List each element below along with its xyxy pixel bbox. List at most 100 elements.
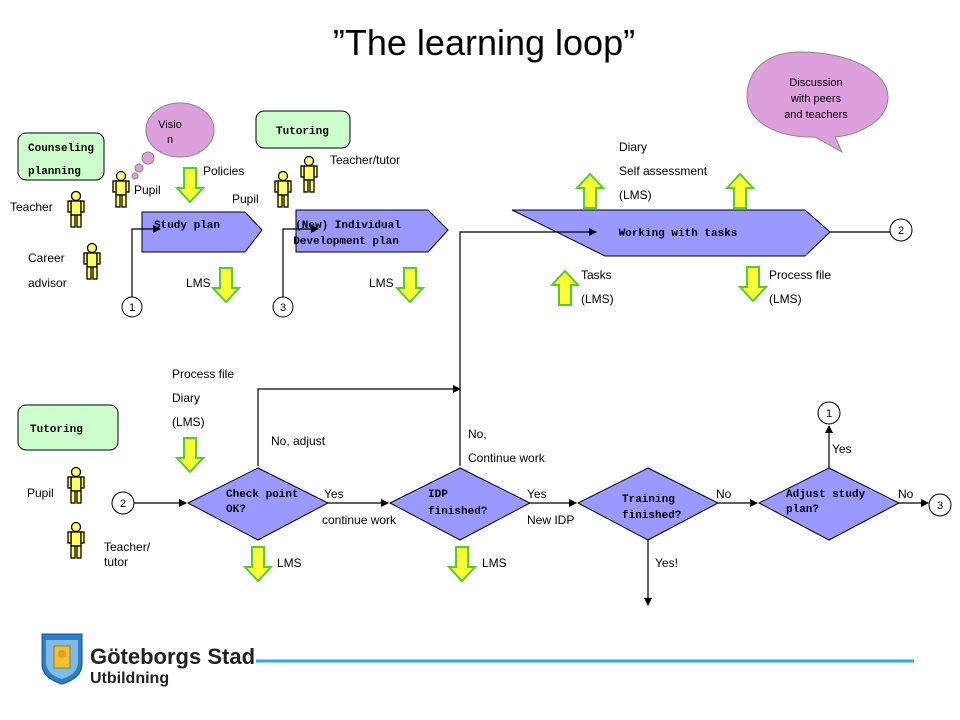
career-label-1: Career <box>28 251 65 265</box>
lms-label-2: LMS <box>369 276 394 290</box>
diary-label: Diary <box>619 140 647 154</box>
teacher-tutor-label: Teacher/tutor <box>330 153 400 167</box>
pupil-person-icon-1 <box>112 170 130 208</box>
process-file-lms-label: (LMS) <box>769 292 802 306</box>
connector-3-bottom-label: 3 <box>937 500 943 512</box>
discussion-line-3: and teachers <box>784 109 848 121</box>
continue-work-label-2: continue work <box>322 513 397 527</box>
pupil-label-1: Pupil <box>134 183 161 197</box>
connector-2-bottom: 2 <box>111 491 135 515</box>
pupil-bottom-person-icon <box>67 466 85 504</box>
connector-3-bottom: 3 <box>928 493 952 517</box>
lms-down-arrow-icon-1 <box>212 267 240 303</box>
diary-up-arrow-icon-1 <box>576 173 604 209</box>
yes-finished-label: Yes! <box>655 556 678 570</box>
policies-label: Policies <box>203 164 244 178</box>
tutoring-bottom-box: Tutoring <box>17 404 119 451</box>
connector-3-top-label: 3 <box>280 302 286 314</box>
adjust-label-1: Adjust study <box>786 489 866 501</box>
no-label-idp: No, <box>468 427 487 441</box>
tasks-up-arrow-icon <box>551 270 579 306</box>
teacher-person-icon <box>67 190 85 228</box>
page-title: ”The learning loop” <box>333 22 635 63</box>
vision-label-2: n <box>167 134 173 146</box>
teacher-tutor-bottom-label-2: tutor <box>104 555 128 569</box>
teacher-label: Teacher <box>10 200 53 214</box>
no-adjust-label: No, adjust <box>271 434 326 448</box>
lms-down-arrow-icon-4 <box>448 546 476 582</box>
process-diary-down-arrow-icon <box>176 437 204 473</box>
tutoring-top-label: Tutoring <box>276 126 329 138</box>
continue-work-label: Continue work <box>468 451 546 465</box>
teacher-tutor-person-icon <box>300 155 318 193</box>
diary-lms-label: (LMS) <box>619 188 652 202</box>
study-plan-process: Study plan <box>141 211 263 253</box>
lms-label-4: LMS <box>482 556 507 570</box>
discussion-speech-bubble: Discussion with peers and teachers <box>746 51 889 154</box>
self-assessment-label: Self assessment <box>619 164 708 178</box>
connector-2-top: 2 <box>889 218 913 242</box>
idp-label-1: (New) Individual <box>295 220 401 232</box>
yes-label-adjust: Yes <box>832 442 852 456</box>
logo-name: Göteborgs Stad <box>90 644 255 669</box>
idp-finished-label-2: finished? <box>428 506 487 518</box>
teacher-tutor-bottom-person-icon <box>67 521 85 559</box>
adjust-plan-decision: Adjust study plan? <box>757 467 901 541</box>
no-label-training: No <box>716 487 732 501</box>
lms-down-arrow-icon-3 <box>244 546 272 582</box>
flow-lines <box>131 225 929 606</box>
counseling-label: Counseling <box>28 143 94 155</box>
logo-dept: Utbildning <box>90 670 169 687</box>
training-label-1: Training <box>622 494 675 506</box>
tasks-lms-label: (LMS) <box>581 292 614 306</box>
idp-label-2: Development plan <box>293 236 399 248</box>
connector-3-top: 3 <box>272 296 294 318</box>
yes-label-idp: Yes <box>527 487 547 501</box>
process-file-label: Process file <box>769 268 831 282</box>
counseling-box: Counseling planning <box>17 132 105 181</box>
no-label-adjust: No <box>898 487 914 501</box>
connector-2-bottom-label: 2 <box>120 498 126 510</box>
checkpoint-label-2: OK? <box>226 504 246 516</box>
process-file-label-2: Process file <box>172 367 234 381</box>
working-label: Working with tasks <box>619 228 738 240</box>
discussion-line-2: with peers <box>790 93 842 105</box>
tasks-label: Tasks <box>581 268 612 282</box>
diary-up-arrow-icon-2 <box>726 173 754 209</box>
lms-label-3: LMS <box>277 556 302 570</box>
career-advisor-person-icon <box>83 242 101 280</box>
tutoring-bottom-label: Tutoring <box>30 424 83 436</box>
checkpoint-label-1: Check point <box>226 489 299 501</box>
goteborgs-stad-logo: Göteborgs Stad Utbildning <box>41 633 255 687</box>
vision-label-1: Visio <box>158 119 182 131</box>
idp-finished-label-1: IDP <box>428 489 448 501</box>
teacher-tutor-bottom-label-1: Teacher/ <box>104 540 151 554</box>
lms-down-arrow-icon-2 <box>396 267 424 303</box>
process-file-down-arrow-icon <box>739 266 767 302</box>
connector-2-top-label: 2 <box>898 225 904 237</box>
yes-label-checkpoint: Yes <box>324 487 344 501</box>
connector-1-top-label: 1 <box>129 302 135 314</box>
diary-label-2: Diary <box>172 391 200 405</box>
lms-label-1: LMS <box>186 276 211 290</box>
pupil-label-2: Pupil <box>232 192 259 206</box>
connector-1-bottom: 1 <box>817 401 841 425</box>
pupil-person-icon-2 <box>274 170 292 208</box>
planning-label: planning <box>28 166 81 178</box>
pupil-bottom-label: Pupil <box>27 486 54 500</box>
new-idp-label: New IDP <box>527 513 574 527</box>
idp-finished-decision: IDP finished? <box>388 467 532 541</box>
working-tasks-process: Working with tasks <box>511 209 831 257</box>
connector-1-bottom-label: 1 <box>826 408 832 420</box>
process-diary-lms-label: (LMS) <box>172 415 205 429</box>
policies-down-arrow-icon <box>176 167 204 203</box>
connector-1-top: 1 <box>121 296 143 318</box>
adjust-label-2: plan? <box>786 504 819 516</box>
career-label-2: advisor <box>28 276 67 290</box>
training-label-2: finished? <box>622 510 681 522</box>
tutoring-top-box: Tutoring <box>255 110 351 149</box>
discussion-line-1: Discussion <box>789 77 842 89</box>
study-plan-label: Study plan <box>154 220 220 232</box>
vision-thought-bubble: Visio n <box>131 102 215 180</box>
